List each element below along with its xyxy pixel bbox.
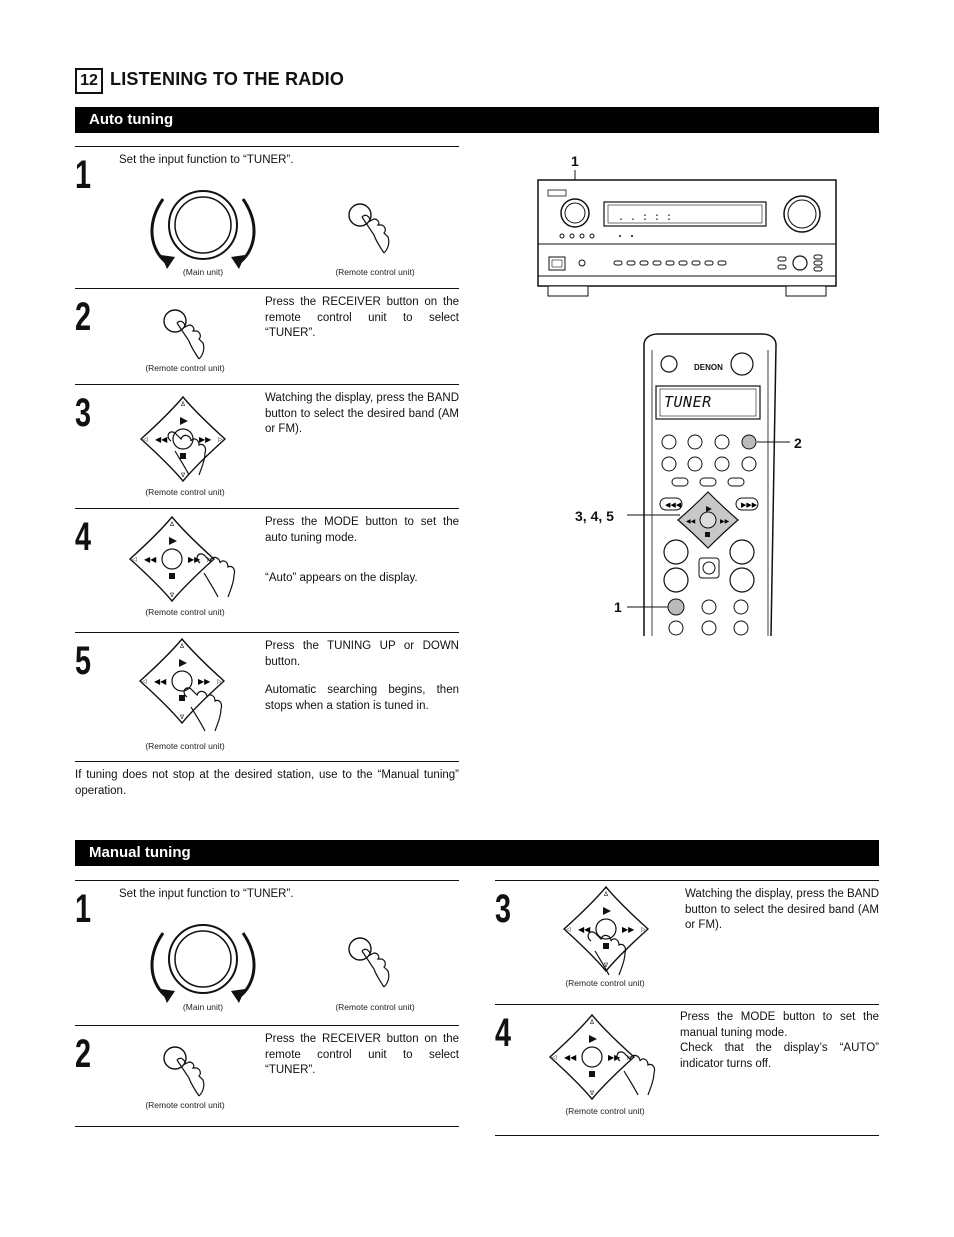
remote-display-text: TUNER <box>664 393 712 411</box>
step-text: Set the input function to “TUNER”. <box>119 888 294 900</box>
svg-text:. . : : :: . . : : : <box>618 213 672 224</box>
caption-remote: (Remote control unit) <box>335 1002 415 1012</box>
receiver-main-unit-illustration: . . : : : <box>537 170 837 297</box>
caption-remote: (Remote control unit) <box>145 607 225 617</box>
caption-remote: (Remote control unit) <box>145 1100 225 1110</box>
caption-remote: (Remote control unit) <box>145 363 225 373</box>
step-text: Press the TUNING UP or DOWN button. <box>265 640 459 668</box>
step-number: 3 <box>75 391 92 435</box>
auto-step-4: 4 Press the MODE button to set the auto … <box>75 508 459 632</box>
manual-step-4: 4 Press the MODE button to set the manua… <box>495 1004 879 1136</box>
unit-callout-1: 1 <box>571 153 579 169</box>
remote-callout-2: 2 <box>794 435 802 451</box>
page-title: LISTENING TO THE RADIO <box>110 69 345 89</box>
step-text-secondary: “Auto” appears on the display. <box>265 572 418 584</box>
step-number: 4 <box>75 515 92 559</box>
step-number: 3 <box>495 887 512 931</box>
remote-press-icon <box>163 1046 205 1097</box>
step-text-secondary: Check that the display’s “AUTO” indicato… <box>680 1042 879 1070</box>
step-text-secondary: Automatic searching begins, then stops w… <box>265 684 459 712</box>
caption-main-unit: (Main unit) <box>182 1002 224 1012</box>
remote-callout-345: 3, 4, 5 <box>575 508 614 524</box>
step-number: 1 <box>75 887 92 931</box>
caption-remote: (Remote control unit) <box>565 978 645 988</box>
auto-step-3: 3 Watching the display, press the BAND b… <box>75 384 459 508</box>
manual-step-1: 1 Set the input function to “TUNER”. (Ma… <box>75 880 459 1025</box>
step-text: Watching the display, press the BAND but… <box>685 888 879 932</box>
remote-control-illustration: ◀◀◀ ▶▶▶ ◀◀ ▶▶ <box>627 333 790 637</box>
step-text: Watching the display, press the BAND but… <box>265 392 459 436</box>
step-text: Press the MODE button to set the manual … <box>680 1011 879 1039</box>
step-text: Press the MODE button to set the auto tu… <box>265 516 459 544</box>
remote-brand-logo: DENON <box>694 363 723 372</box>
step-number: 4 <box>495 1011 512 1055</box>
svg-text:◀◀: ◀◀ <box>686 519 696 525</box>
hand-icon <box>616 1051 656 1096</box>
manual-step-3: 3 Watching the display, press the BAND b… <box>495 880 879 1004</box>
step-text: Press the RECEIVER button on the remote … <box>265 296 459 340</box>
caption-remote: (Remote control unit) <box>145 487 225 497</box>
step-number: 5 <box>75 639 92 683</box>
manual-tuning-heading: Manual tuning <box>75 840 879 866</box>
step-number: 1 <box>75 153 92 197</box>
auto-tuning-note: If tuning does not stop at the desired s… <box>75 769 459 797</box>
step-number: 2 <box>75 1032 92 1076</box>
step-text: Set the input function to “TUNER”. <box>119 154 294 166</box>
auto-step-2: 2 Press the RECEIVER button on the remot… <box>75 288 459 384</box>
step-text: Press the RECEIVER button on the remote … <box>265 1033 459 1077</box>
svg-text:◀◀◀: ◀◀◀ <box>665 502 682 509</box>
manual-step-2: 2 Press the RECEIVER button on the remot… <box>75 1025 459 1127</box>
auto-tuning-heading: Auto tuning <box>75 107 879 133</box>
caption-main-unit: (Main unit) <box>182 267 224 277</box>
section-number: 12 <box>75 68 103 94</box>
caption-remote: (Remote control unit) <box>565 1106 645 1116</box>
remote-callout-1: 1 <box>614 599 622 615</box>
auto-step-1: 1 Set the input function to “TUNER”. (Ma… <box>75 146 459 288</box>
svg-text:▶▶▶: ▶▶▶ <box>741 502 758 509</box>
step-number: 2 <box>75 295 92 339</box>
caption-remote: (Remote control unit) <box>335 267 415 277</box>
caption-remote: (Remote control unit) <box>145 741 225 751</box>
svg-text:▶▶: ▶▶ <box>720 519 730 525</box>
auto-step-5: 5 Press the TUNING UP or DOWN button. Au… <box>75 632 459 762</box>
